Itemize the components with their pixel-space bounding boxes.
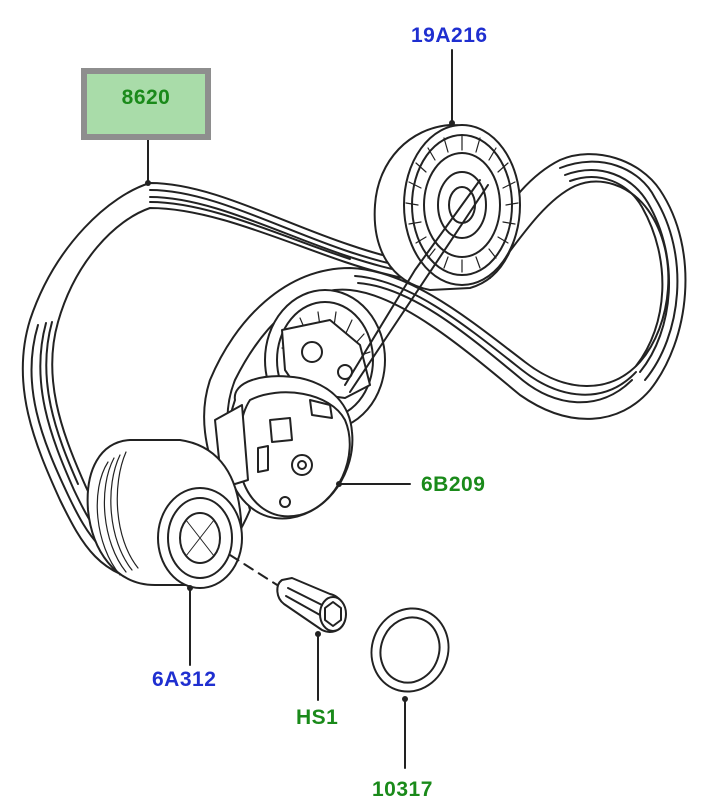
pulley-bolt[interactable]: [276, 577, 347, 633]
part-label-6A312[interactable]: 6A312: [152, 668, 217, 691]
assembly-link-line: [344, 179, 481, 386]
belt-tensioner[interactable]: [214, 289, 386, 520]
part-label-10317[interactable]: 10317: [372, 778, 433, 801]
assembly-link-line-2: [349, 184, 489, 393]
part-label-8620[interactable]: 8620: [121, 86, 171, 109]
alignment-dashed-line: [229, 554, 286, 591]
idler-pulley[interactable]: [373, 124, 521, 291]
part-label-19A216[interactable]: 19A216: [411, 24, 488, 47]
part-label-6B209[interactable]: 6B209: [421, 473, 486, 496]
washer[interactable]: [360, 598, 460, 703]
part-label-HS1[interactable]: HS1: [296, 706, 339, 729]
highlight-box: [81, 68, 211, 140]
crankshaft-pulley[interactable]: [86, 439, 243, 589]
